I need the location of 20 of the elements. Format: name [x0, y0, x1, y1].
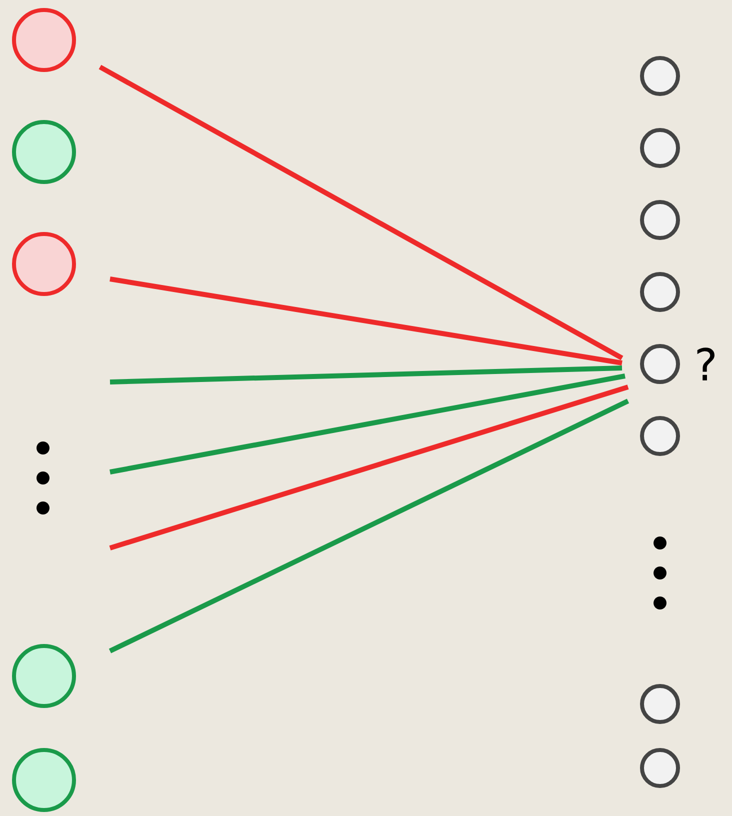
circle-node [640, 272, 680, 312]
line [109, 384, 629, 550]
circle-node [640, 416, 680, 456]
circle-node [12, 232, 76, 296]
line [108, 398, 630, 654]
circle-node [12, 8, 76, 72]
circle-node [640, 56, 680, 96]
line [110, 366, 622, 384]
circle-node [12, 644, 76, 708]
circle-node [640, 748, 680, 788]
circle-node [12, 748, 76, 812]
line [98, 64, 624, 360]
line [110, 276, 622, 366]
circle-node [12, 120, 76, 184]
circle-node [640, 684, 680, 724]
question-mark: ? [697, 348, 714, 380]
circle-node [640, 200, 680, 240]
line [110, 374, 626, 474]
circle-node [640, 128, 680, 168]
circle-node [640, 344, 680, 384]
